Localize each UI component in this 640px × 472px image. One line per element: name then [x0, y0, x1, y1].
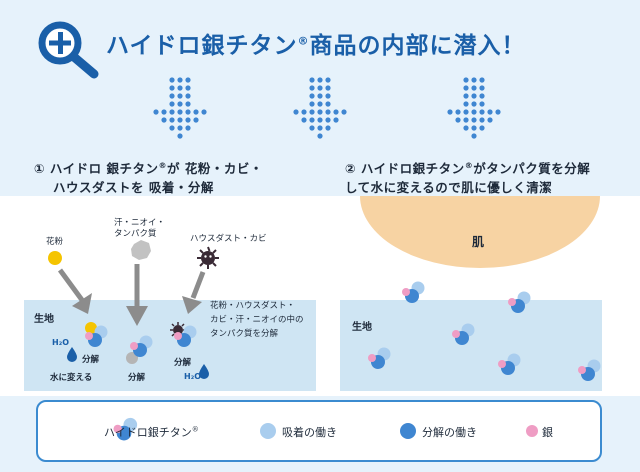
- decompose-label-2: 分解: [128, 373, 146, 383]
- hydro-silver-titanium-icon: [498, 353, 521, 375]
- sweat-label-line2: タンパク質: [114, 229, 157, 239]
- particles-layer: [48, 240, 601, 381]
- description-line3: タンパク質を分解: [210, 329, 279, 339]
- hydro-silver-titanium-icon: [368, 347, 391, 369]
- hydro-silver-titanium-icon: [508, 291, 531, 313]
- hydro-silver-titanium-icon: [85, 325, 108, 347]
- hydro-silver-titanium-icon: [130, 335, 153, 357]
- dotted-arrow-down-icon: [447, 77, 501, 139]
- description-line2: カビ・汗・ニオイの中の: [210, 315, 304, 325]
- description-line1: 花粉・ハウスダスト・: [210, 301, 296, 311]
- hydro-silver-titanium-icon: [174, 325, 197, 347]
- step1-text: ① ハイドロ 銀チタン®が 花粉・カビ・ ハウスダストを 吸着・分解: [34, 161, 263, 196]
- hydro-silver-titanium-icon: [578, 359, 601, 381]
- legend-icons: [113, 417, 538, 441]
- h2o-label-1: H₂O: [52, 338, 69, 347]
- water-drop-icon: [67, 347, 77, 362]
- hydro-silver-titanium-icon: [113, 417, 138, 441]
- fabric-panel-right: [340, 300, 602, 391]
- step2-text: ② ハイドロ銀チタン®がタンパク質を分解 して水に変えるので肌に優しく清潔: [345, 161, 591, 196]
- protein-particle: [131, 240, 151, 260]
- legend-item-3: 分解の働き: [422, 426, 477, 439]
- skin-label: 肌: [472, 235, 485, 249]
- legend-item-2: 吸着の働き: [282, 426, 337, 439]
- sweat-label-line1: 汗・ニオイ・: [114, 218, 166, 228]
- page-title: ハイドロ銀チタン®商品の内部に潜入！: [106, 33, 526, 59]
- decomposition-icon: [400, 423, 416, 439]
- pollen-label: 花粉: [46, 237, 64, 247]
- fabric-label-right: 生地: [352, 322, 372, 333]
- h2o-label-2: H₂O: [184, 372, 201, 381]
- adsorption-icon: [260, 423, 276, 439]
- skin-shape: [360, 196, 600, 268]
- to-water-label: 水に変える: [50, 373, 93, 383]
- water-drop-icon: [199, 364, 209, 379]
- fabric-label-left: 生地: [34, 314, 54, 325]
- pollen-particle: [48, 251, 62, 265]
- dust-mold-label: ハウスダスト・カビ: [190, 234, 267, 244]
- hydro-silver-titanium-icon: [402, 281, 425, 303]
- dotted-arrow-down-icon: [153, 77, 207, 139]
- silver-icon: [526, 425, 538, 437]
- decompose-label-1: 分解: [82, 355, 100, 365]
- dotted-arrows: [153, 77, 501, 139]
- hydro-silver-titanium-icon: [113, 417, 138, 441]
- magnifier-plus-icon: [38, 21, 99, 79]
- legend-item-4: 銀: [542, 426, 553, 439]
- hydro-silver-titanium-icon: [452, 323, 475, 345]
- decompose-label-3: 分解: [174, 358, 192, 368]
- mite-particle: [197, 246, 219, 269]
- legend-item-1: ハイドロ銀チタン®: [104, 425, 199, 439]
- dotted-arrow-down-icon: [293, 77, 347, 139]
- fabric-panel-left: [24, 300, 316, 391]
- gray-arrows: [57, 264, 206, 326]
